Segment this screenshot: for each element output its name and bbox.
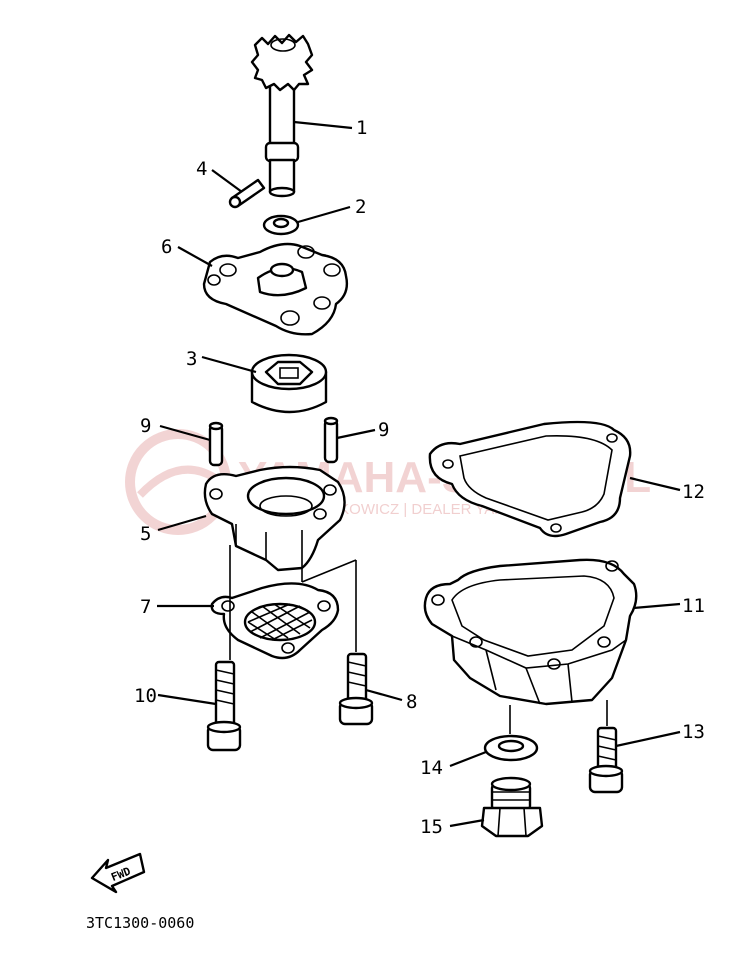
forward-arrow-icon: FWD — [90, 852, 146, 894]
label-part-3: 3 — [186, 348, 197, 370]
part-11-oil-pan — [423, 558, 638, 706]
part-5-pump-housing — [203, 465, 346, 572]
part-6-pump-cover — [202, 242, 349, 336]
part-12-gasket — [428, 420, 632, 538]
label-part-8: 8 — [406, 691, 417, 713]
label-part-14: 14 — [420, 757, 443, 779]
label-part-9-left: 9 — [140, 415, 151, 437]
label-part-2: 2 — [355, 196, 366, 218]
label-part-15: 15 — [420, 816, 443, 838]
label-part-10: 10 — [134, 685, 157, 707]
label-part-6: 6 — [161, 236, 172, 258]
label-part-9-right: 9 — [378, 419, 389, 441]
label-part-7: 7 — [140, 596, 151, 618]
label-part-13: 13 — [682, 721, 705, 743]
label-part-4: 4 — [196, 158, 207, 180]
part-1-gear-shaft — [250, 33, 314, 198]
part-8-bolt — [338, 652, 374, 726]
part-2-washer — [262, 214, 300, 236]
label-part-1: 1 — [356, 117, 367, 139]
part-14-washer — [483, 734, 539, 762]
leader-lines — [157, 120, 681, 828]
part-3-rotor — [250, 353, 328, 414]
part-9-dowel-pin-left — [208, 421, 224, 467]
alignment-lines — [229, 545, 608, 734]
part-10-bolt — [206, 660, 242, 752]
part-labels: 1 2 3 4 5 6 7 8 9 9 10 11 12 13 14 15 — [134, 117, 705, 838]
part-9-dowel-pin-right — [323, 416, 339, 464]
diagram-code: 3TC1300-0060 — [86, 914, 194, 932]
label-part-12: 12 — [682, 481, 705, 503]
label-part-11: 11 — [682, 595, 705, 617]
label-part-5: 5 — [140, 523, 151, 545]
part-13-bolt — [588, 726, 624, 794]
part-4-pin — [228, 178, 266, 209]
part-15-drain-plug — [480, 776, 544, 838]
part-7-strainer — [210, 582, 340, 660]
